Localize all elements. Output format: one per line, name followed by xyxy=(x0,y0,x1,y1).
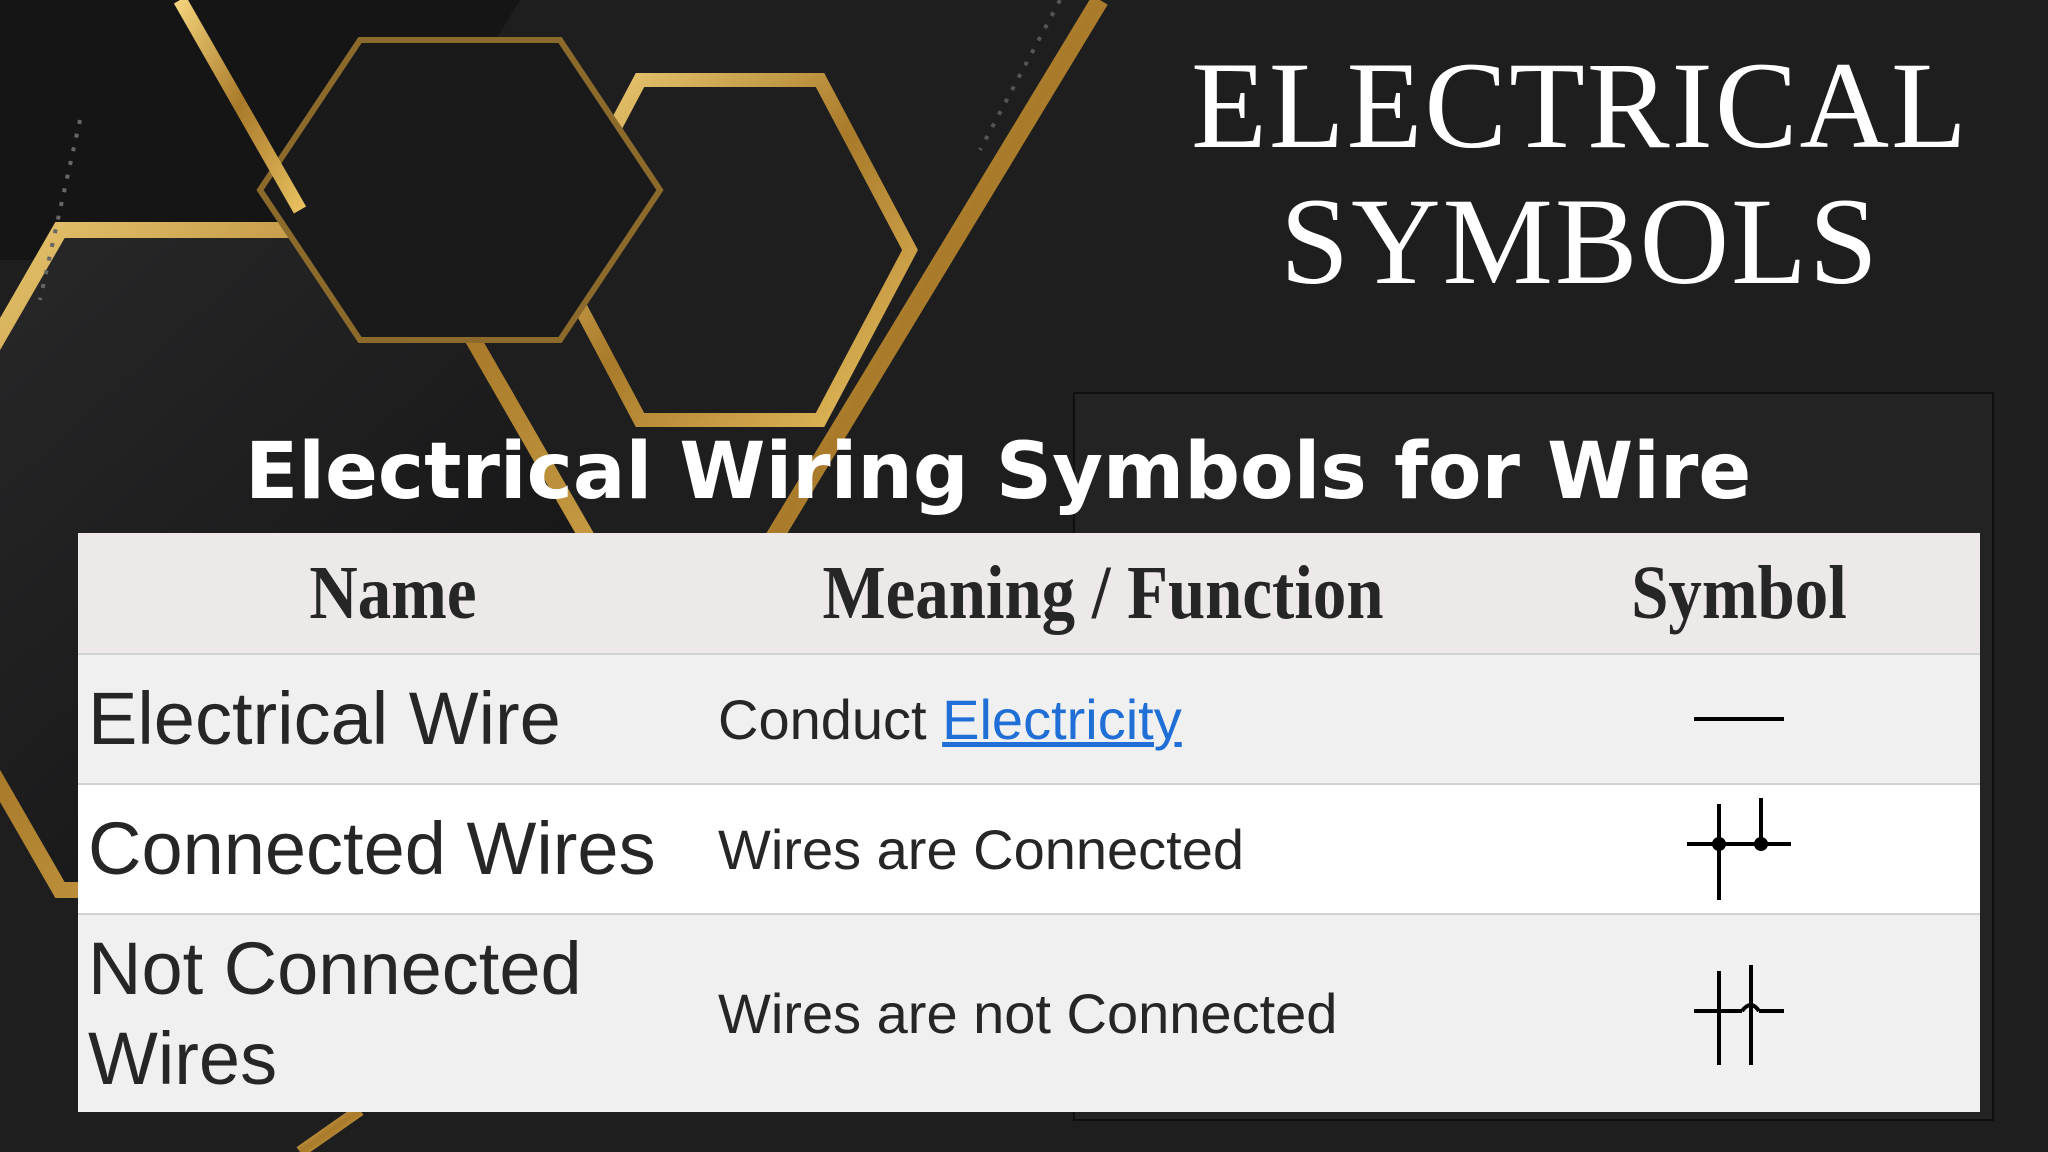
row-name: Not Connected Wires xyxy=(78,914,708,1112)
table-row: Not Connected Wires Wires are not Connec… xyxy=(78,914,1980,1112)
dark-backdrop-panel xyxy=(1073,392,1994,1121)
table-header-row: Name Meaning / Function Symbol xyxy=(78,533,1980,654)
row-name: Electrical Wire xyxy=(88,677,561,760)
table-heading: Electrical Wiring Symbols for Wire xyxy=(245,427,1752,517)
row-name: Connected Wires xyxy=(88,807,656,890)
row-symbol xyxy=(1498,914,1980,1112)
row-symbol xyxy=(1498,654,1980,784)
header-meaning: Meaning / Function xyxy=(822,550,1384,635)
not-connected-wires-symbol-icon xyxy=(1694,964,1784,1065)
table-row: Electrical Wire Conduct Electricity xyxy=(78,654,1980,784)
row-meaning: Wires are Connected xyxy=(718,817,1245,881)
wire-line-symbol-icon xyxy=(1694,717,1784,721)
slide-title-line-2: SYMBOLS xyxy=(1280,173,1880,310)
header-name: Name xyxy=(309,550,477,635)
row-symbol xyxy=(1498,784,1980,914)
electricity-link[interactable]: Electricity xyxy=(942,687,1182,751)
table-row: Connected Wires Wires are Connected xyxy=(78,784,1980,914)
slide-title: ELECTRICAL SYMBOLS xyxy=(1170,38,1990,310)
row-name-line-2: Wires xyxy=(88,1016,278,1100)
row-meaning: Wires are not Connected xyxy=(718,982,1338,1045)
header-symbol: Symbol xyxy=(1631,550,1847,635)
row-name-line-1: Not Connected xyxy=(88,926,582,1010)
meaning-text: Conduct xyxy=(718,687,943,751)
slide-title-line-1: ELECTRICAL xyxy=(1191,37,1969,174)
connected-wires-symbol-icon xyxy=(1687,798,1791,900)
wire-symbols-table: Name Meaning / Function Symbol Electrica… xyxy=(78,533,1980,1112)
row-meaning: Conduct Electricity xyxy=(708,654,1498,784)
